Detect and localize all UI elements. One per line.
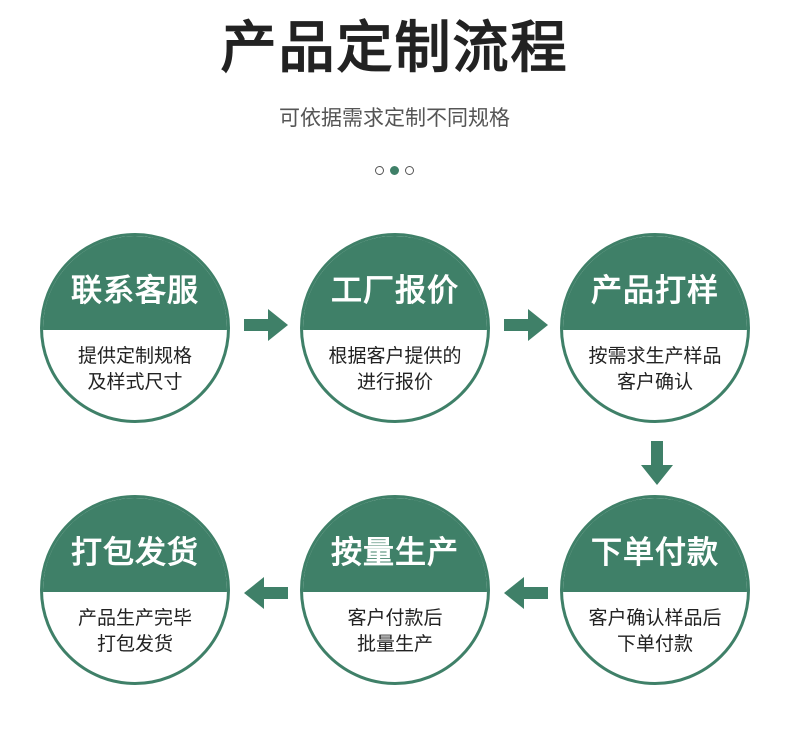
step-description: 根据客户提供的 进行报价: [328, 345, 462, 393]
step-sample: 产品打样 按需求生产样品 客户确认: [560, 233, 750, 423]
step-circle: [40, 495, 230, 685]
step-circle: [300, 495, 490, 685]
step-description: 客户确认样品后 下单付款: [588, 607, 722, 655]
arrow-right-icon: [244, 309, 288, 341]
carousel-dot[interactable]: [375, 166, 384, 175]
step-title: 打包发货: [71, 535, 199, 571]
arrow-left-icon: [504, 577, 548, 609]
step-circle: [560, 495, 750, 685]
step-title: 按量生产: [331, 535, 459, 571]
step-circle: [560, 233, 750, 423]
step-contact-service: 联系客服 提供定制规格 及样式尺寸: [40, 233, 230, 423]
step-title: 产品打样: [591, 273, 719, 309]
page-title: 产品定制流程: [220, 16, 569, 81]
step-factory-quote: 工厂报价 根据客户提供的 进行报价: [300, 233, 490, 423]
step-description: 提供定制规格 及样式尺寸: [77, 345, 192, 393]
step-title: 工厂报价: [331, 273, 459, 309]
arrow-left-icon: [244, 577, 288, 609]
carousel-dot[interactable]: [405, 166, 414, 175]
page-subtitle: 可依据需求定制不同规格: [279, 106, 510, 130]
step-order-payment: 下单付款 客户确认样品后 下单付款: [560, 495, 750, 685]
arrow-right-icon: [504, 309, 548, 341]
step-production: 按量生产 客户付款后 批量生产: [300, 495, 490, 685]
step-description: 产品生产完毕 打包发货: [77, 607, 192, 655]
step-ship: 打包发货 产品生产完毕 打包发货: [40, 495, 230, 685]
step-circle: [300, 233, 490, 423]
carousel-dots: [0, 166, 789, 175]
step-description: 客户付款后 批量生产: [347, 607, 443, 655]
arrow-down-icon: [641, 441, 673, 485]
step-title: 联系客服: [71, 273, 199, 309]
carousel-dot-active[interactable]: [390, 166, 399, 175]
step-title: 下单付款: [591, 535, 719, 571]
step-description: 按需求生产样品 客户确认: [588, 345, 722, 393]
step-circle: [40, 233, 230, 423]
